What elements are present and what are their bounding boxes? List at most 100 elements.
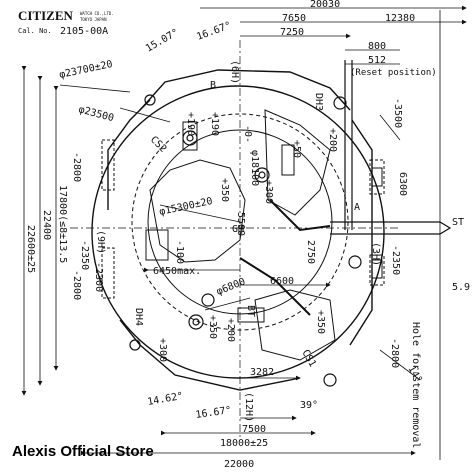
dim-20030: 20030	[310, 0, 340, 10]
title-block: CITIZEN WATCH CO.,LTD. TOKYO JAPAN Cal. …	[18, 8, 114, 37]
pin-cs1	[323, 373, 337, 387]
angle-15-07: 15.07°	[144, 27, 181, 55]
label-bt: BT	[245, 305, 256, 317]
dim-6300: 6300	[397, 172, 408, 196]
dimension-lines	[21, 5, 467, 460]
coil-bridge	[264, 109, 331, 216]
dim-50: +50	[291, 140, 302, 158]
dim-7500: 7500	[242, 424, 266, 435]
dim-dia-18100: φ18100	[249, 150, 260, 186]
dim-18000: 18000±25	[220, 438, 268, 449]
dim-2350-left: -2350	[79, 240, 90, 270]
dim-350-lower: +350	[207, 315, 218, 339]
dim-22600: 22600±25	[25, 225, 36, 273]
stem-removal-note: Hole for stem removal	[410, 322, 421, 448]
screw-upper	[182, 130, 198, 146]
stem-assembly	[239, 60, 452, 316]
dim-300-center: +300	[263, 180, 274, 204]
dim-512: 512	[368, 55, 386, 66]
reset-position-note: (Reset position)	[350, 68, 437, 78]
dim-dia-23500: φ23500	[77, 104, 115, 124]
screw-lower-core	[192, 318, 200, 326]
dim-3282: 3282	[250, 367, 274, 378]
screw-marks	[129, 94, 362, 387]
dim-190-2: +190	[209, 112, 220, 136]
leader-15300	[159, 204, 241, 223]
pin-cs2	[144, 94, 156, 106]
setting-lever	[239, 257, 311, 316]
dim-200-top: +200	[327, 128, 338, 152]
tab-right-upper	[369, 159, 385, 195]
dim-7650: 7650	[282, 13, 306, 24]
train-bridge	[149, 159, 246, 263]
dim-5500: 5500	[235, 212, 246, 236]
screw-lower-left	[201, 293, 215, 307]
screw-upper-core	[186, 134, 194, 142]
angle-39: 39°	[300, 400, 318, 411]
left-plate-edge	[107, 99, 151, 210]
leader-23500	[119, 107, 171, 123]
movement-outline	[91, 69, 385, 391]
dim-5-9: 5.9	[452, 282, 470, 293]
outer-circle	[91, 85, 385, 379]
angle-14-62: 14.62°	[147, 391, 184, 408]
leader-23700	[59, 84, 131, 93]
angle-16-67-bottom: 16.67°	[195, 405, 232, 421]
label-b-1: B	[210, 80, 216, 91]
dim-2300: -2300	[93, 262, 104, 292]
dim-22400: 22400	[41, 210, 52, 240]
dim-200-lower: +200	[225, 318, 236, 342]
bottom-plate-edge	[119, 319, 301, 391]
stem	[330, 221, 452, 235]
dim-12380: 12380	[385, 13, 415, 24]
top-plate-edge	[139, 69, 351, 111]
store-watermark: Alexis Official Store	[12, 443, 154, 460]
dim-2750: 2750	[305, 240, 316, 264]
brand-sub-2: TOKYO JAPAN	[80, 17, 107, 22]
coil-slot	[281, 144, 295, 176]
screw-center-core	[258, 171, 266, 179]
dim-6600: 6600	[270, 276, 294, 287]
label-12h: (12H)	[243, 392, 254, 422]
label-6h: (6H)	[229, 60, 240, 84]
dim-350-center: +350	[219, 178, 230, 202]
dim-190-1: +190	[185, 112, 196, 136]
left-window	[145, 229, 169, 261]
leader-6800	[204, 297, 251, 311]
dim-300-lower: +300	[157, 338, 168, 362]
label-gm: GM	[232, 224, 244, 235]
dim-7250: 7250	[280, 27, 304, 38]
dim-17800: 17800(≤8±13.5	[57, 185, 68, 263]
screw-lower	[188, 314, 204, 330]
pin-right	[348, 255, 362, 269]
angle-16-67-top: 16.67°	[195, 20, 233, 43]
label-9h: (9H)	[95, 230, 106, 254]
tab-left-upper	[101, 139, 115, 191]
stem-label: ST	[452, 217, 464, 228]
cal-label: Cal. No.	[18, 27, 52, 35]
label-zero: -0-	[242, 125, 253, 143]
label-3h: (3H)	[370, 242, 381, 266]
dim-2800-right: -2800	[389, 338, 400, 368]
dim-2350-right: -2350	[390, 245, 401, 275]
label-dh3: DH3	[313, 93, 324, 111]
dim-100: -100	[174, 240, 185, 264]
dim-dia-6800: φ6800	[215, 276, 247, 297]
lower-window	[237, 307, 265, 323]
yoke-lever	[269, 199, 331, 232]
dim-6450max: 6450max.	[153, 266, 201, 277]
side-tabs	[101, 139, 385, 299]
tab-right-upper-inner	[371, 167, 383, 187]
right-plate-edge	[349, 119, 373, 346]
dim-dia-23700: φ23700±20	[58, 59, 113, 81]
tab-right-lower	[369, 254, 385, 286]
center-lines	[70, 40, 400, 440]
pin-dh4	[129, 339, 141, 351]
brand-name: CITIZEN	[18, 8, 74, 23]
screw-center	[254, 167, 270, 183]
dim-22000: 22000	[224, 459, 254, 470]
label-a-1: A	[354, 202, 360, 213]
brand-sub-1: WATCH CO.,LTD.	[80, 11, 114, 16]
